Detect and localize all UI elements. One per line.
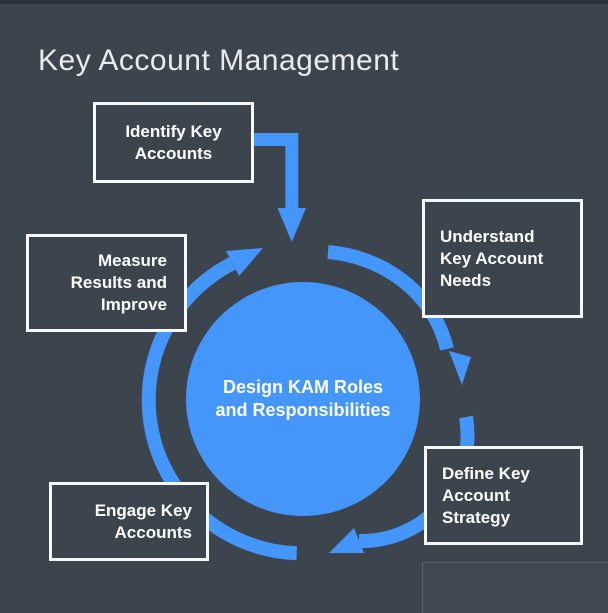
node-label-line: Account	[442, 485, 510, 505]
cycle-arc-top-right	[327, 245, 454, 351]
node-label-line: Strategy	[442, 507, 511, 527]
node-label-line: Improve	[100, 295, 167, 314]
node-label-line: Accounts	[114, 522, 192, 542]
node-measure-results-improve[interactable]: Measure Results and Improve	[26, 234, 187, 332]
node-label-line: Results and	[70, 273, 167, 292]
node-label-line: Accounts	[134, 143, 213, 163]
diagram-title: Key Account Management	[38, 44, 400, 77]
node-engage-key-accounts[interactable]: Engage Key Accounts	[49, 482, 209, 561]
top-bar	[0, 0, 608, 4]
arrowhead-up-right-icon	[226, 248, 263, 276]
node-label-line: Understand	[440, 226, 535, 246]
node-design-kam-roles[interactable]: Design KAM Roles and Responsibilities	[186, 282, 420, 516]
node-understand-key-account-needs[interactable]: Understand Key Account Needs	[422, 199, 583, 318]
node-label-line: and Responsibilities	[215, 400, 391, 420]
node-label-line: Needs	[440, 270, 492, 290]
arrowhead-right-icon	[449, 351, 471, 385]
node-label-line: Key Account	[440, 248, 544, 268]
arrowhead-left-bottom-icon	[329, 528, 364, 553]
node-label-line: Identify Key	[125, 121, 222, 141]
node-label-line: Design KAM Roles	[222, 377, 384, 397]
node-define-key-account-strategy[interactable]: Define Key Account Strategy	[424, 446, 583, 545]
arrowhead-down-icon	[277, 208, 306, 242]
node-identify-key-accounts[interactable]: Identify Key Accounts	[93, 102, 254, 183]
elbow-connector	[254, 133, 299, 209]
bottom-right-panel	[422, 562, 608, 613]
node-label-line: Define Key	[442, 463, 530, 483]
node-label-line: Measure	[98, 251, 167, 270]
node-label-line: Engage Key	[94, 500, 192, 520]
